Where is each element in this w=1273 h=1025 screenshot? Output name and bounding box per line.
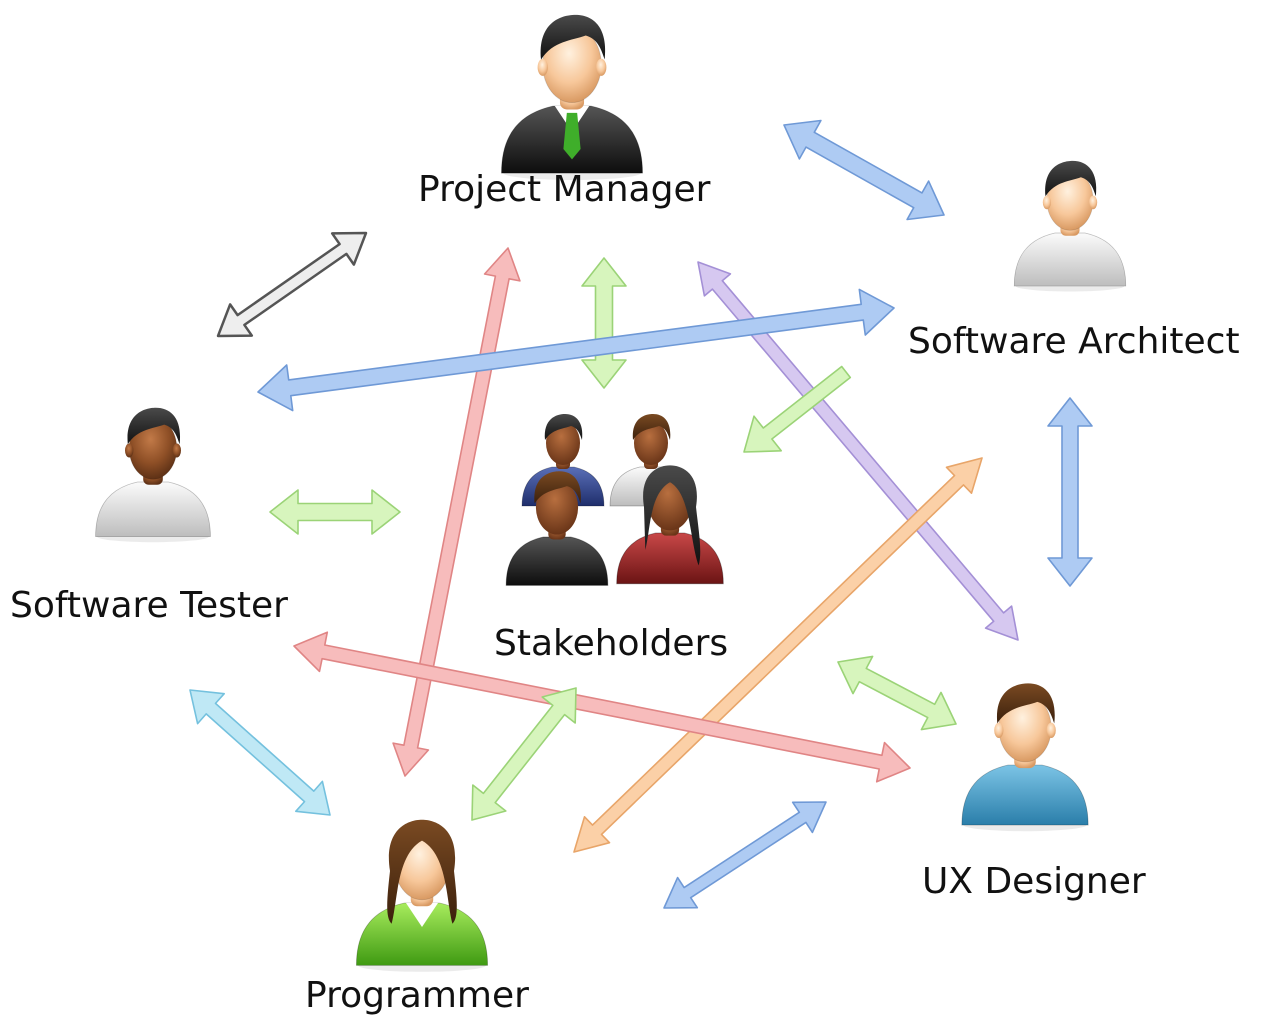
software-architect-label: Software Architect [908, 321, 1240, 362]
arrow-software-architect-stakeholders [743, 365, 852, 453]
arrow-project-manager-software-architect [783, 119, 945, 221]
stakeholder-person-icon [505, 471, 609, 586]
ux-designer-label: UX Designer [922, 861, 1146, 902]
software-tester-icon [95, 407, 211, 543]
stakeholders-group-icon [505, 414, 724, 586]
arrow-software-tester-ux-designer [293, 631, 911, 783]
arrow-programmer-ux-designer [663, 801, 827, 909]
arrow-software-architect-ux-designer [1047, 397, 1093, 587]
arrow-project-manager-software-tester [216, 231, 368, 338]
programmer-label: Programmer [305, 975, 529, 1016]
arrow-software-tester-programmer [189, 689, 331, 816]
project-manager-icon [501, 14, 643, 180]
programmer-icon [355, 819, 489, 972]
stakeholders-label: Stakeholders [494, 623, 729, 664]
project-manager-label: Project Manager [418, 169, 711, 210]
stakeholder-person-icon [616, 465, 724, 585]
arrow-project-manager-stakeholders [581, 257, 627, 389]
arrow-project-manager-ux-designer [697, 261, 1019, 641]
software-architect-icon [1013, 160, 1127, 292]
people-icons [95, 14, 1127, 972]
arrow-software-tester-software-architect [257, 288, 895, 412]
arrow-software-tester-stakeholders [269, 489, 401, 535]
arrow-software-architect-programmer [573, 457, 983, 853]
arrow-project-manager-programmer [392, 247, 521, 777]
connection-arrows [189, 119, 1093, 909]
arrow-ux-designer-stakeholders [837, 655, 957, 731]
ux-designer-icon [961, 683, 1089, 832]
arrow-programmer-stakeholders [471, 687, 577, 821]
software-tester-label: Software Tester [10, 585, 288, 626]
